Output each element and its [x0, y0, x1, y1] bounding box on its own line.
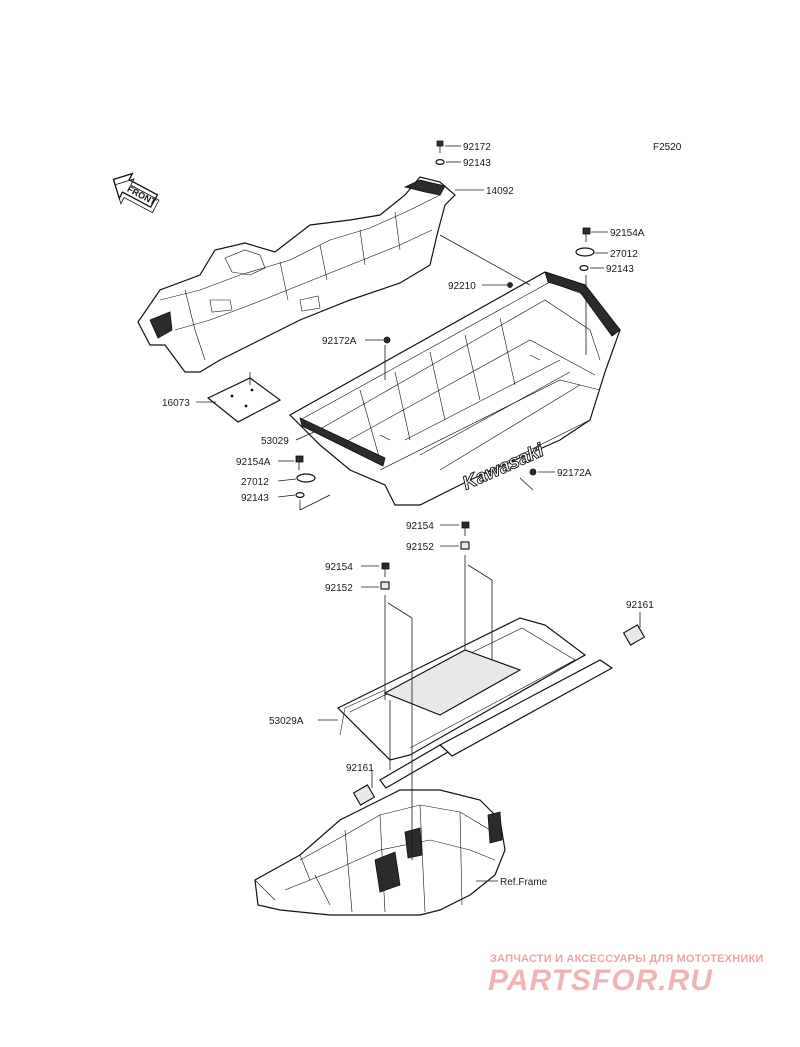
fasteners	[295, 140, 595, 590]
label-92161-left: 92161	[346, 763, 374, 774]
label-53029: 53029	[261, 436, 289, 447]
figure-code: F2520	[653, 142, 682, 153]
label-92172-top: 92172	[463, 142, 491, 153]
label-92154a-left: 92154A	[236, 457, 271, 468]
label-27012-right: 27012	[610, 249, 638, 260]
watermark-subtitle: ЗАПЧАСТИ И АКСЕССУАРЫ ДЛЯ МОТОТЕХНИКИ	[490, 953, 764, 965]
watermark-brand: PARTSFOR.RU	[488, 964, 713, 997]
label-27012-left: 27012	[241, 477, 269, 488]
rack-53029A	[336, 617, 646, 806]
label-16073: 16073	[162, 398, 190, 409]
label-92143-top: 92143	[463, 158, 491, 169]
label-92210: 92210	[448, 281, 476, 292]
label-ref-frame: Ref.Frame	[500, 877, 548, 888]
label-92143-right: 92143	[606, 264, 634, 275]
label-92161-right: 92161	[626, 600, 654, 611]
front-arrow-icon: FRONT	[112, 172, 160, 214]
label-92152-upper: 92152	[406, 542, 434, 553]
upper-cover-14092	[137, 176, 456, 373]
label-92152-lower: 92152	[325, 583, 353, 594]
pad-16073	[206, 377, 282, 423]
part-labels: F2520 92172 92143 14092 92154A 27012 921…	[162, 142, 682, 888]
leader-lines	[196, 145, 641, 882]
label-92172a-right: 92172A	[557, 468, 592, 479]
label-92143-left: 92143	[241, 493, 269, 504]
label-53029a: 53029A	[269, 716, 304, 727]
label-92154-lower: 92154	[325, 562, 353, 573]
label-92154-upper: 92154	[406, 521, 434, 532]
label-92154a-right: 92154A	[610, 228, 645, 239]
label-14092: 14092	[486, 186, 514, 197]
label-92172a-left: 92172A	[322, 336, 357, 347]
frame-ref	[254, 789, 506, 916]
